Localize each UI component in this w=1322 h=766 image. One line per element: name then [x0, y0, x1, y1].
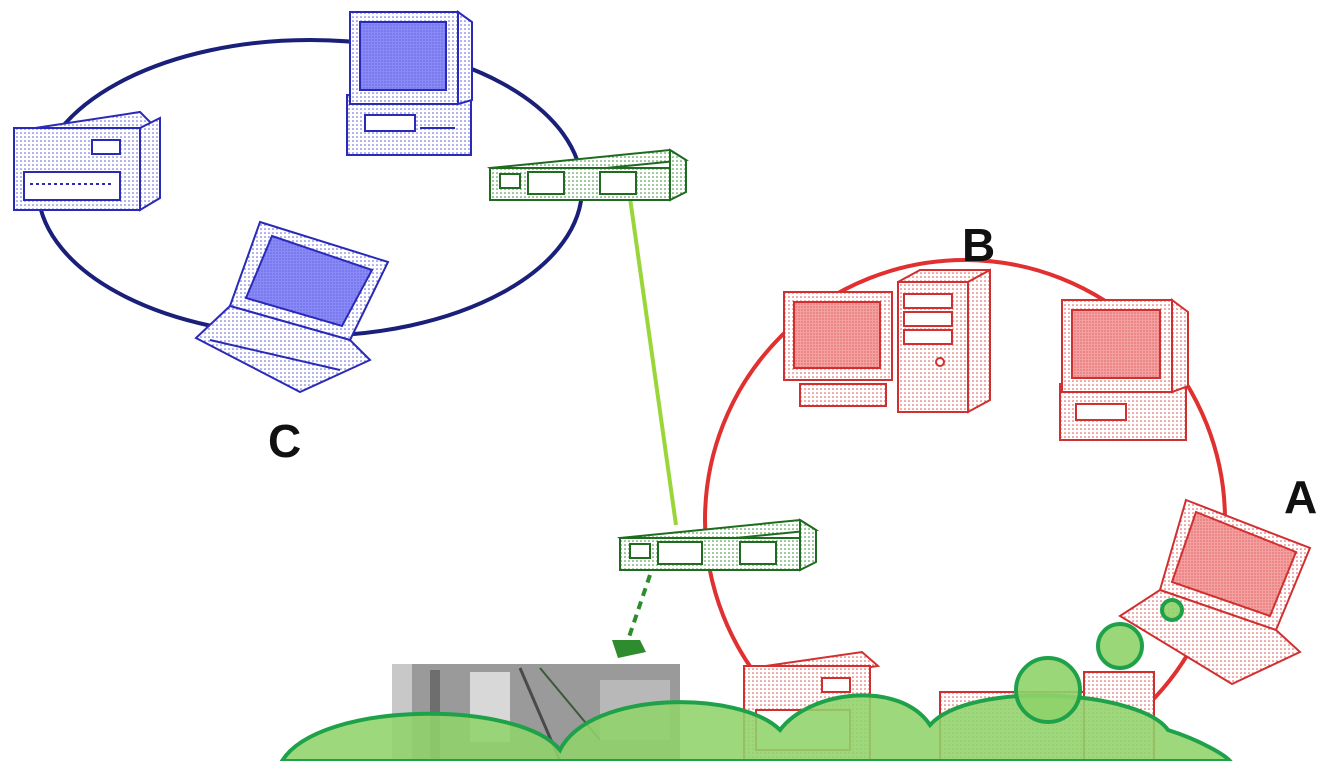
laptop-icon [1118, 498, 1312, 686]
tower-computer-icon [897, 268, 991, 414]
desktop-computer-icon [1059, 298, 1189, 441]
thought-cloud [278, 598, 1235, 763]
printer-icon [13, 110, 161, 212]
desktop-computer-icon [346, 10, 473, 156]
network-label-c: C [268, 415, 302, 467]
laptop-icon [194, 220, 390, 394]
hub-link-line [628, 197, 678, 526]
network-label-a: A [1284, 471, 1318, 523]
network-hub-icon [486, 148, 690, 202]
desktop-computer-icon [783, 291, 893, 407]
network-plug-icon [612, 640, 646, 658]
plug-link-line [626, 574, 652, 641]
network-hub-icon [616, 518, 820, 572]
network-label-b: B [962, 219, 996, 271]
